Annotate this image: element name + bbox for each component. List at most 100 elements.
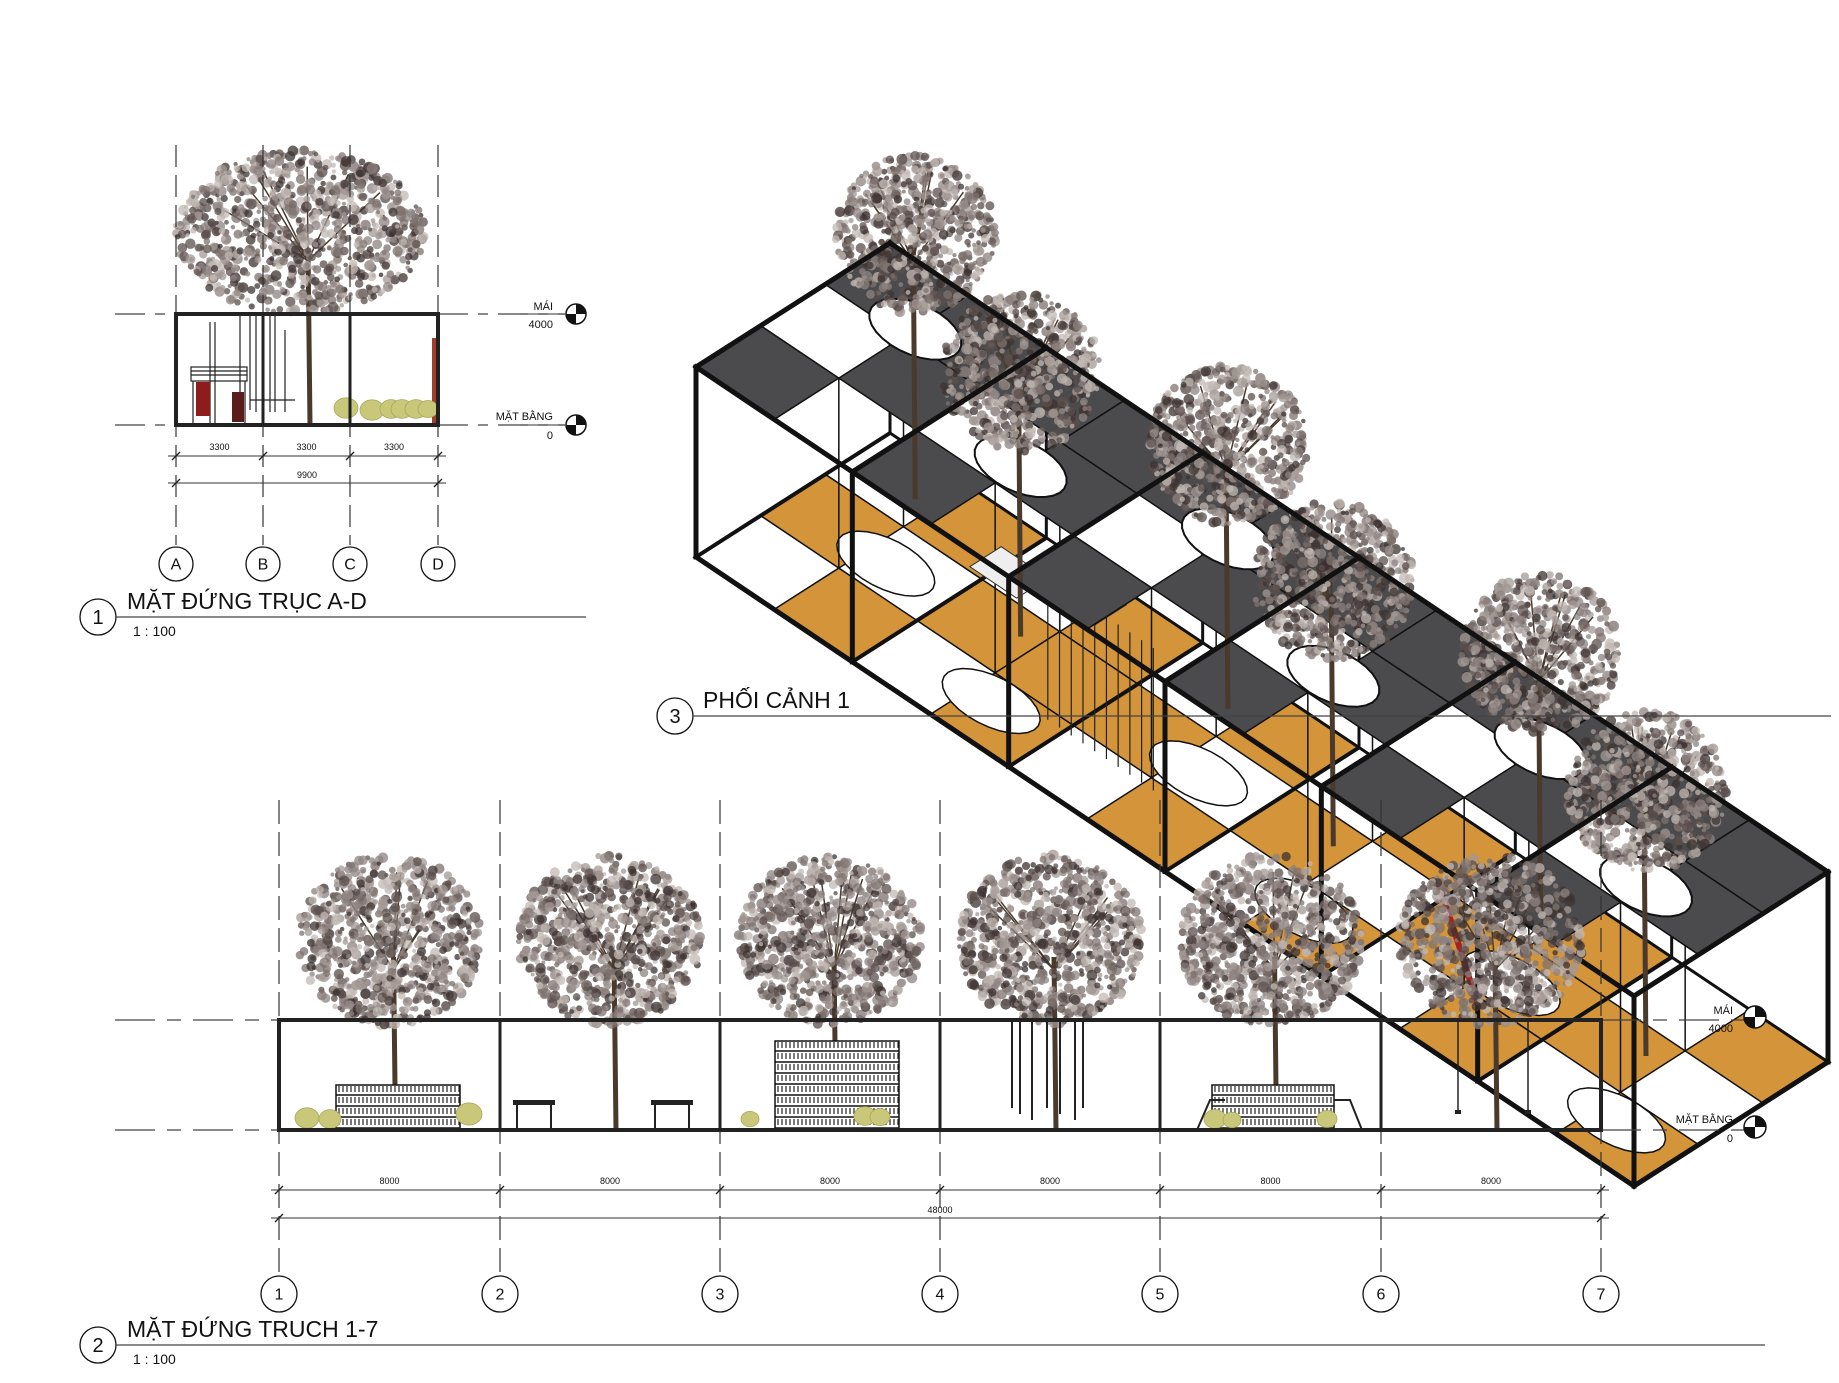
- foliage-leaf: [214, 207, 222, 216]
- foliage-leaf: [246, 198, 257, 210]
- foliage-leaf: [1281, 422, 1288, 428]
- foliage-leaf: [1171, 385, 1177, 391]
- foliage-leaf: [1045, 294, 1050, 299]
- foliage-leaf: [1299, 523, 1306, 530]
- foliage-leaf: [236, 247, 244, 255]
- foliage-leaf: [1274, 619, 1282, 627]
- foliage-leaf: [381, 174, 386, 180]
- foliage-leaf: [341, 169, 348, 176]
- foliage-leaf: [1498, 718, 1505, 725]
- foliage-leaf: [1262, 575, 1269, 583]
- foliage-leaf: [965, 173, 971, 180]
- foliage-leaf: [1024, 427, 1036, 439]
- foliage-leaf: [984, 414, 989, 419]
- foliage-leaf: [399, 256, 407, 264]
- foliage-leaf: [1350, 582, 1355, 587]
- foliage-leaf: [185, 254, 196, 265]
- foliage-leaf: [1707, 743, 1719, 754]
- level-name: MẶT BẰNG: [496, 410, 553, 423]
- foliage-leaf: [974, 266, 980, 272]
- foliage-leaf: [1361, 538, 1369, 546]
- foliage-leaf: [1365, 624, 1372, 631]
- foliage-leaf: [1398, 614, 1404, 620]
- foliage-leaf: [991, 242, 996, 248]
- foliage-leaf: [921, 245, 929, 252]
- foliage-leaf: [974, 211, 985, 221]
- bush: [333, 397, 359, 419]
- foliage-leaf: [1597, 676, 1606, 686]
- foliage-leaf: [987, 322, 998, 333]
- foliage-leaf: [1706, 761, 1713, 768]
- tree-trunk: [1016, 387, 1024, 637]
- tree-trunk: [910, 250, 918, 500]
- foliage-leaf: [1637, 821, 1646, 830]
- foliage-leaf: [994, 298, 1004, 308]
- foliage-leaf: [1547, 588, 1553, 594]
- foliage-leaf: [969, 406, 979, 416]
- foliage-leaf: [1316, 548, 1327, 559]
- foliage-leaf: [312, 265, 322, 274]
- foliage-leaf: [866, 289, 876, 299]
- foliage-leaf: [1575, 694, 1582, 701]
- foliage-leaf: [1553, 646, 1561, 655]
- foliage-leaf: [363, 236, 373, 245]
- foliage-leaf: [1470, 645, 1481, 655]
- foliage-leaf: [1064, 378, 1073, 386]
- bushes: [333, 397, 439, 421]
- foliage-leaf: [303, 195, 311, 203]
- foliage-leaf: [298, 223, 305, 229]
- foliage-leaf: [379, 214, 384, 219]
- foliage-leaf: [845, 228, 851, 234]
- foliage-leaf: [1231, 370, 1241, 380]
- foliage-leaf: [1247, 457, 1256, 466]
- foliage-leaf: [1653, 845, 1661, 853]
- foliage-leaf: [1045, 326, 1051, 331]
- foliage-leaf: [952, 338, 960, 346]
- foliage-leaf: [1000, 411, 1009, 421]
- red-pole: [432, 338, 437, 424]
- foliage-leaf: [951, 376, 959, 385]
- foliage-leaf: [884, 227, 892, 235]
- foliage-leaf: [1042, 394, 1051, 403]
- foliage-leaf: [1404, 574, 1414, 584]
- foliage-leaf: [1572, 787, 1583, 797]
- foliage-leaf: [1398, 606, 1406, 613]
- foliage-leaf: [185, 238, 196, 250]
- foliage-leaf: [241, 217, 251, 227]
- foliage-leaf: [1370, 605, 1380, 614]
- foliage-leaf: [198, 262, 205, 269]
- foliage-leaf: [907, 277, 916, 286]
- foliage-leaf: [347, 263, 358, 275]
- foliage-leaf: [989, 369, 999, 380]
- foliage-leaf: [834, 206, 846, 218]
- foliage-leaf: [1571, 670, 1581, 680]
- foliage-leaf: [900, 169, 905, 175]
- foliage-leaf: [1009, 414, 1018, 423]
- foliage-leaf: [1622, 767, 1631, 776]
- foliage-leaf: [958, 200, 969, 211]
- foliage-leaf: [874, 213, 883, 222]
- foliage-leaf: [949, 214, 956, 222]
- foliage-leaf: [283, 197, 294, 208]
- dimension-tick: [258, 451, 268, 461]
- foliage-leaf: [1217, 508, 1227, 518]
- foliage-leaf: [269, 169, 275, 175]
- foliage-leaf: [908, 248, 913, 253]
- foliage-leaf: [357, 272, 365, 281]
- foliage-leaf: [277, 282, 283, 288]
- foliage-leaf: [1547, 669, 1557, 680]
- foliage-leaf: [241, 163, 251, 173]
- foliage-leaf: [1030, 370, 1037, 377]
- foliage-leaf: [985, 201, 995, 211]
- foliage-leaf: [934, 218, 945, 230]
- foliage-leaf: [943, 193, 953, 202]
- foliage-leaf: [1394, 567, 1402, 575]
- foliage-leaf: [871, 192, 883, 204]
- foliage-leaf: [1495, 590, 1506, 601]
- foliage-leaf: [1163, 446, 1169, 452]
- foliage-leaf: [969, 364, 979, 374]
- foliage-leaf: [1637, 859, 1644, 866]
- foliage-leaf: [1527, 622, 1533, 628]
- foliage-leaf: [405, 265, 410, 270]
